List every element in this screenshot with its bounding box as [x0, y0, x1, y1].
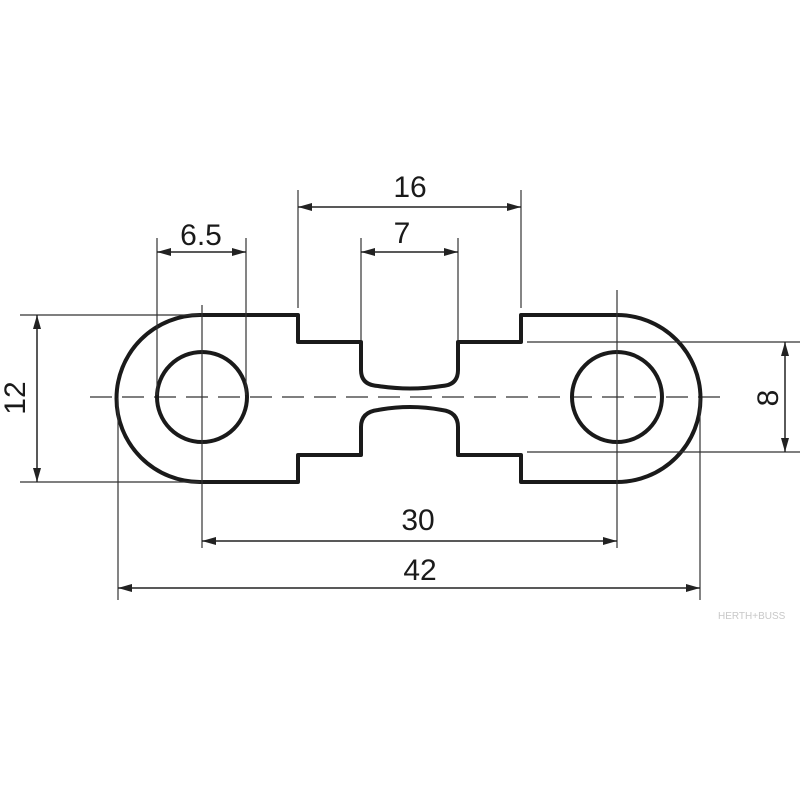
watermark-logo: HERTH+BUSS — [718, 611, 786, 622]
fuse-outline — [114, 313, 703, 484]
dim-label-8: 8 — [752, 390, 785, 407]
dim-label-6-5: 6.5 — [180, 219, 222, 252]
dim-label-16: 16 — [393, 171, 426, 204]
dim-label-7: 7 — [394, 217, 411, 250]
dim-label-12: 12 — [0, 381, 32, 414]
extension-lines — [20, 190, 800, 600]
dim-label-42: 42 — [403, 554, 436, 587]
dim-label-30: 30 — [401, 504, 434, 537]
